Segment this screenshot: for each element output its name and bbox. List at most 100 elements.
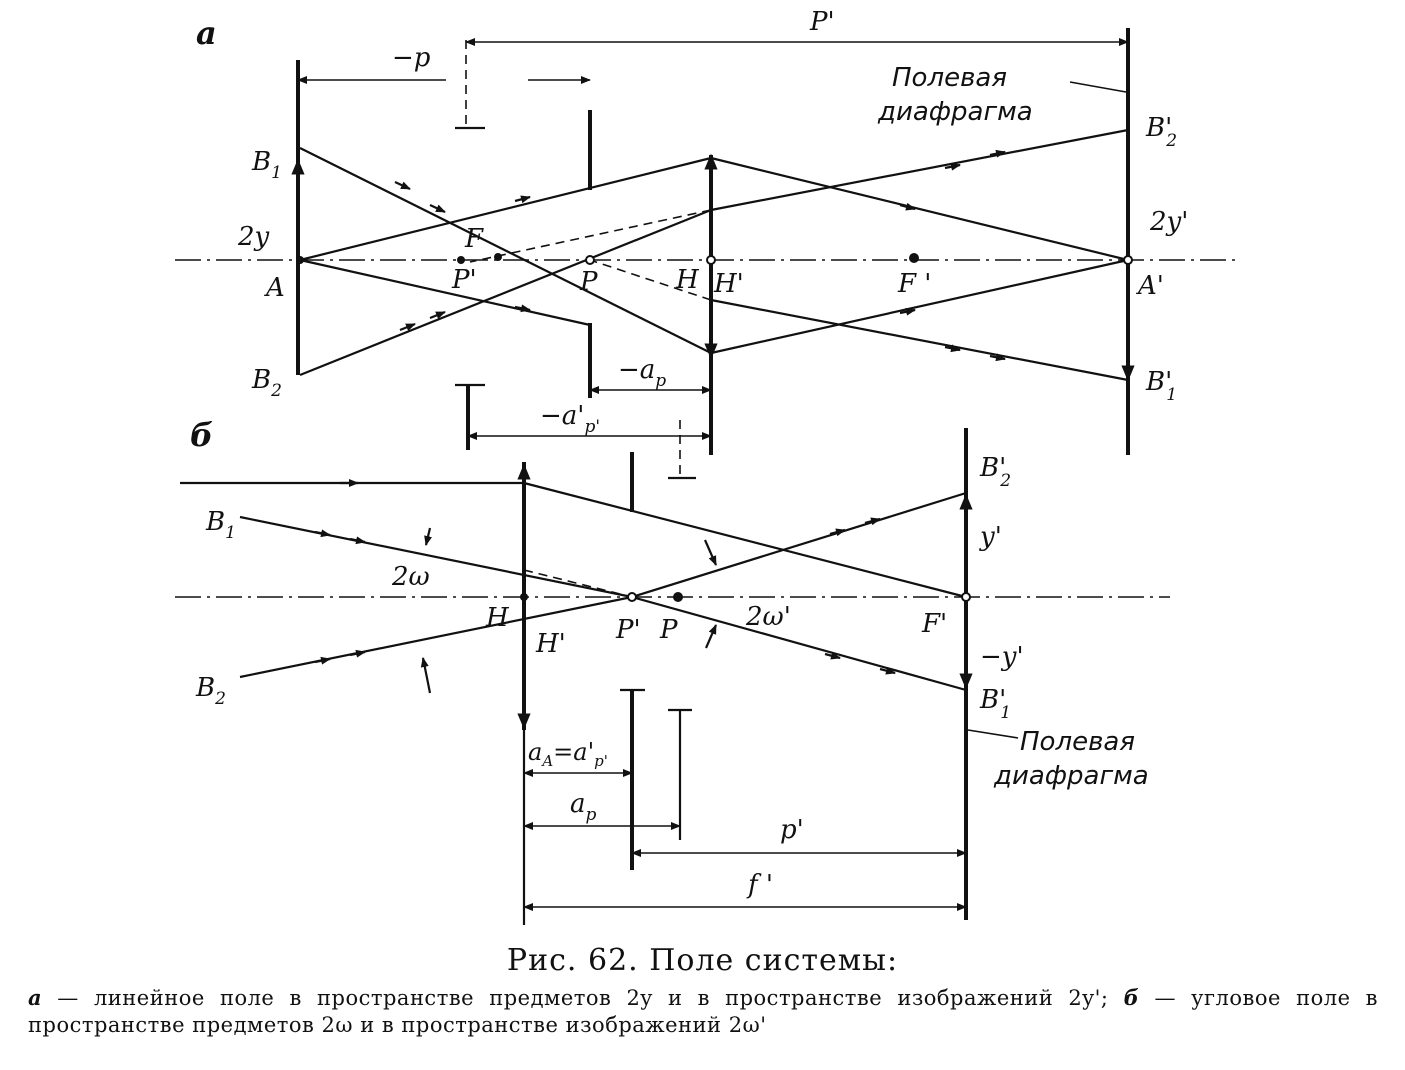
label-p-b: P: [659, 615, 678, 645]
label-b1-prime-b: B'1: [979, 685, 1011, 723]
point-p-prime: [457, 256, 465, 264]
ray-a-up: [299, 156, 712, 262]
panel-a-letter: а: [196, 14, 217, 52]
label-h-b: H: [485, 603, 510, 633]
label-p-prime-b: P': [615, 615, 641, 645]
caption-text-b: — угловое поле в пространстве предметов …: [28, 986, 1378, 1037]
ray-b2-refr: [710, 128, 1129, 212]
ray-b2-in: [239, 595, 633, 679]
point-f-prime: [909, 253, 919, 263]
angle-arrow-3: [703, 539, 718, 566]
angle-arrow-2: [420, 657, 432, 694]
ray-b-dashed: [523, 569, 633, 598]
ray-arrow-2: [429, 204, 446, 213]
ray-arrow-12: [989, 353, 1006, 362]
ray-arrow-6: [514, 304, 531, 313]
point-f: [494, 253, 502, 261]
label-2y: 2y: [237, 222, 270, 252]
label-f: F: [464, 224, 484, 254]
point-p-prime-b: [627, 592, 637, 602]
label-y-prime: y': [979, 522, 1002, 552]
ray-b1-out: [631, 595, 967, 692]
label-b1-prime: B'1: [1145, 367, 1177, 405]
label-b2: B2: [251, 365, 282, 401]
ray-a-down: [299, 258, 591, 327]
angle-arrow-4: [704, 624, 718, 649]
label-p: P: [579, 267, 598, 297]
label-b2-b: B2: [195, 673, 226, 709]
label-a: A: [264, 273, 285, 303]
ray-arrow-7: [899, 202, 916, 211]
label-f-prime-b: F': [921, 609, 947, 639]
label-f-prime: F ': [897, 269, 931, 299]
point-f-prime-b: [961, 592, 971, 602]
ray-b-arrow-3: [349, 536, 366, 545]
caption-text-a: — линейное поле в пространстве предметов…: [42, 986, 1124, 1010]
ray-b-arrow-4: [314, 656, 331, 665]
label-b1: B1: [251, 147, 282, 183]
field-stop-note-b-2: диафрагма: [993, 761, 1149, 791]
ray-arrow-4: [399, 322, 416, 332]
label-b1-b: B1: [205, 507, 236, 543]
caption-title: Рис. 62. Поле системы:: [506, 943, 899, 978]
ray-arrow-8: [899, 307, 916, 316]
ray-b2-out: [631, 491, 967, 599]
dim-f-prime-b-label: f ': [746, 870, 773, 900]
caption-body: а — линейное поле в пространстве предмет…: [28, 984, 1378, 1039]
optical-field-diagram: а: [175, 7, 1240, 925]
dim-ap-label: ap: [570, 789, 597, 825]
dim-minus-ap-label: −ap: [618, 355, 666, 391]
point-h-b: [520, 593, 528, 601]
dim-minus-a-prime-p-prime-label: −a'p': [540, 401, 600, 437]
ray-a-up-refr: [710, 156, 1129, 262]
caption-label-b: б: [1123, 985, 1140, 1010]
ray-b-arrow-5: [349, 649, 366, 658]
label-minus-y-prime: −y': [980, 642, 1024, 672]
label-h-prime-b: H': [535, 629, 566, 659]
field-stop-note-a-2: диафрагма: [877, 97, 1033, 127]
field-stop-note-a-1: Полевая: [892, 63, 1007, 93]
ray-b1-refr: [710, 298, 1129, 382]
label-2omega-prime: 2ω': [745, 602, 791, 632]
label-2omega: 2ω: [391, 562, 430, 592]
dim-p-prime-b-label: p': [780, 815, 804, 845]
ray-arrow-1: [394, 181, 411, 190]
ray-b2-up: [299, 208, 712, 377]
ray-b-arrow-6: [829, 528, 846, 537]
ray-b-arrow-2: [314, 529, 331, 538]
ray-b1-in: [239, 515, 633, 599]
ray-dashed-p: [589, 259, 712, 301]
ray-arrow-9: [944, 162, 961, 171]
field-stop-note-b-1: Полевая: [1020, 727, 1135, 757]
ray-b-arrow-9: [879, 666, 896, 675]
label-2y-prime: 2y': [1149, 207, 1188, 237]
label-a-prime: A': [1136, 271, 1164, 301]
caption-label-a: а: [28, 985, 43, 1010]
label-b2-prime: B'2: [1145, 113, 1177, 151]
point-p-b: [673, 592, 683, 602]
point-a-prime: [1123, 255, 1133, 265]
ray-b-parallel-refr: [523, 481, 967, 599]
panel-a: а: [175, 7, 1240, 480]
ray-arrow-5: [429, 310, 446, 320]
point-a: [296, 256, 304, 264]
ray-dashed-back: [469, 209, 712, 263]
label-h-prime: H': [713, 269, 744, 299]
panel-b-letter: б: [190, 416, 213, 454]
label-p-prime: P': [451, 265, 477, 295]
ray-b-arrow-7: [864, 517, 881, 526]
point-h: [706, 255, 716, 265]
ray-arrow-10: [989, 149, 1006, 158]
dim-p-prime-label: P': [809, 7, 835, 37]
dim-minus-p-label: −p: [392, 43, 431, 73]
ray-b-arrow-8: [824, 651, 841, 660]
panel-b: б: [175, 416, 1170, 925]
point-p: [585, 255, 595, 265]
label-h: H: [675, 265, 700, 295]
ray-b1-to-a-prime: [710, 258, 1129, 355]
ray-arrow-3: [514, 195, 531, 204]
ray-arrow-11: [944, 344, 961, 353]
label-b2-prime-b: B'2: [979, 453, 1011, 491]
field-stop-leader-a: [1069, 81, 1127, 93]
angle-arrow-1: [424, 527, 432, 546]
